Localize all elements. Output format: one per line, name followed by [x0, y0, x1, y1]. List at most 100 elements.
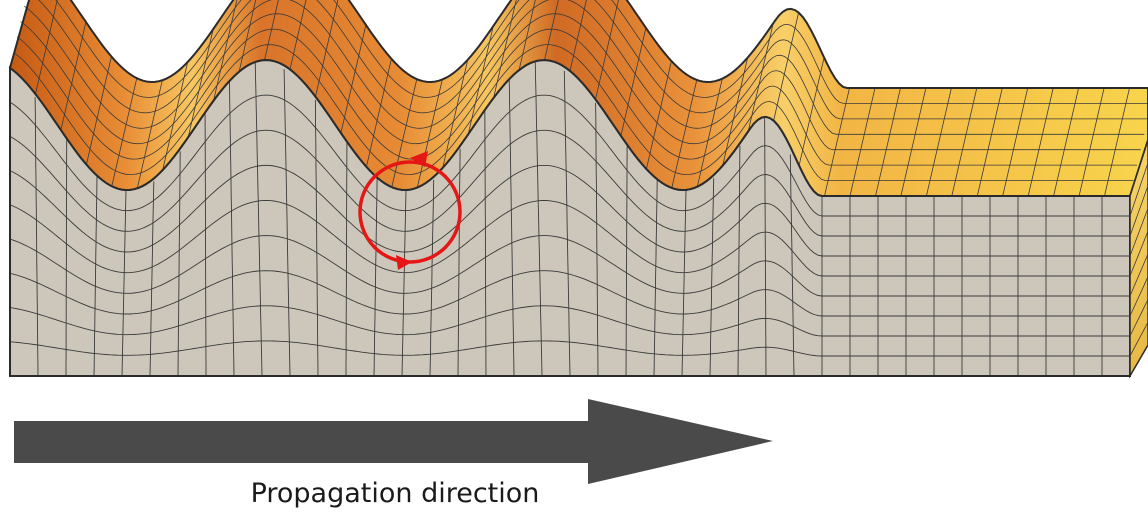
- surface-grid-line: [1053, 87, 1079, 197]
- surface-grid-line: [696, 78, 723, 187]
- grid-row-line: [9, 340, 1130, 357]
- surface-grid-line: [620, 27, 647, 136]
- grid-column-line: [653, 176, 658, 377]
- wave-surface: [8, 0, 1148, 197]
- side-grid-line: [1129, 230, 1148, 277]
- grid-row-line: [9, 129, 1130, 237]
- grid-column-line: [93, 172, 98, 377]
- grid-column-line: [401, 189, 407, 377]
- surface-grid-line: [646, 60, 672, 170]
- surface-grid-line: [16, 28, 1138, 166]
- grid-column-line: [65, 137, 68, 376]
- side-grid-line: [1129, 253, 1148, 297]
- surface-grid-line: [722, 57, 749, 166]
- surface-grid-line: [35, 0, 58, 94]
- surface-grid-line: [416, 79, 443, 188]
- surface-grid-line: [569, 0, 587, 71]
- propagation-arrow-icon: [14, 399, 773, 484]
- surface-grid-line: [544, 0, 559, 61]
- surface-grid-line: [900, 87, 927, 197]
- grid-column-line: [681, 189, 687, 377]
- surface-grid-line: [391, 79, 418, 188]
- grid-column-line: [177, 151, 181, 377]
- grid-row-line: [9, 164, 1130, 257]
- grid-column-line: [34, 97, 39, 377]
- propagation-direction-label: Propagation direction: [250, 478, 540, 509]
- side-grid-line: [1129, 208, 1148, 257]
- surface-grid-line: [849, 87, 876, 197]
- grid-column-line: [228, 76, 235, 377]
- orbit-arrowhead-top: [410, 151, 428, 167]
- surface-grid-line: [55, 0, 1148, 104]
- grid-column-line: [563, 70, 571, 377]
- surface-grid-line: [926, 87, 952, 197]
- surface-grid-line: [951, 87, 978, 197]
- surface-grid: [13, 0, 1148, 197]
- surface-grid-line: [289, 0, 307, 70]
- grid-column-line: [149, 181, 155, 377]
- side-grid-line: [1129, 185, 1148, 237]
- grid-column-line: [484, 108, 487, 377]
- deformed-grid: [9, 60, 1130, 377]
- grid-column-line: [204, 111, 207, 376]
- surface-grid-line: [824, 87, 850, 197]
- grid-column-line: [121, 189, 127, 377]
- surface-grid-line: [264, 0, 279, 61]
- grid-column-line: [345, 140, 348, 376]
- surface-grid-line: [213, 0, 238, 101]
- surface-grid-line: [20, 13, 1141, 151]
- surface-grid-line: [13, 44, 1134, 181]
- surface-grid-line: [38, 0, 1148, 120]
- grid-column-line: [764, 116, 767, 377]
- surface-grid-line: [86, 56, 112, 165]
- surface-grid-line: [238, 0, 257, 72]
- grid-column-line: [314, 99, 319, 377]
- medium-front-face: [9, 58, 1131, 377]
- circular-particle-motion-icon: [358, 151, 462, 270]
- grid-column-line: [737, 145, 741, 377]
- surface-grid-line: [875, 87, 901, 197]
- grid-column-line: [789, 154, 795, 377]
- surface-grid-line: [1002, 87, 1029, 197]
- surface-grid-line: [798, 57, 825, 166]
- surface-grid-line: [595, 0, 619, 100]
- grid-row-line: [9, 235, 1130, 297]
- orbit-arrowhead-bottom: [396, 255, 412, 270]
- surface-grid-line: [747, 23, 774, 132]
- grid-column-line: [457, 148, 461, 377]
- grid-column-line: [283, 69, 291, 377]
- surface-grid-line: [111, 78, 138, 187]
- surface-grid-line: [1104, 87, 1130, 197]
- side-grid-line: [1129, 322, 1148, 357]
- surface-grid-line: [136, 80, 163, 189]
- grid-column-line: [534, 60, 543, 377]
- grid-row-line: [9, 270, 1130, 317]
- grid-column-line: [508, 74, 515, 377]
- grid-column-line: [625, 143, 628, 377]
- side-grid-line: [1129, 299, 1148, 337]
- grid-column-line: [254, 60, 263, 377]
- side-grid-line: [1129, 162, 1148, 217]
- surface-grid-line: [24, 0, 1145, 135]
- surface-grid-line: [976, 87, 1003, 197]
- grid-column-line: [429, 179, 435, 377]
- surface-grid-line: [773, 12, 799, 121]
- grid-row-line: [9, 94, 1130, 217]
- surface-grid-line: [1027, 87, 1054, 197]
- surface-grid-line: [1078, 87, 1105, 197]
- grid-column-line: [709, 178, 715, 377]
- surface-grid-line: [162, 61, 189, 170]
- surface-grid-line: [493, 0, 517, 98]
- medium-side-face: [1129, 139, 1148, 379]
- grid-row-line: [9, 305, 1130, 337]
- surface-grid-line: [442, 59, 469, 168]
- grid-column-line: [595, 102, 599, 377]
- surface-grid-line: [315, 0, 339, 97]
- surface-grid-line: [467, 26, 494, 135]
- surface-grid-line: [671, 79, 698, 188]
- surface-grid-line: [340, 24, 367, 133]
- surface-grid-line: [366, 58, 392, 167]
- side-grid-line: [1129, 276, 1148, 317]
- surface-grid-line: [518, 0, 536, 71]
